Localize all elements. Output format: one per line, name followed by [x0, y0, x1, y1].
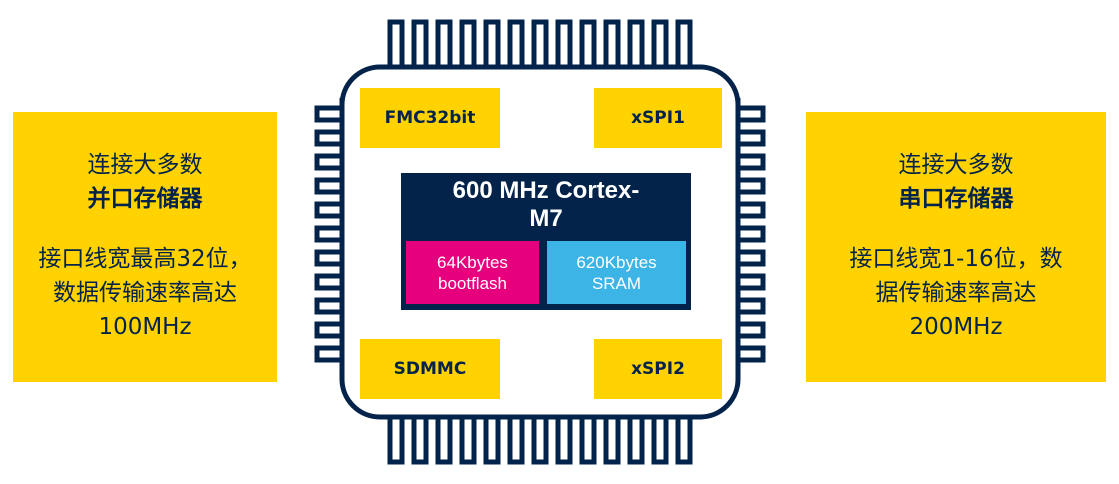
bottom-pins [380, 414, 702, 465]
parallel-panel-desc-2: 数据传输速率高达 [53, 280, 237, 306]
bootflash-size: 64Kbytes [437, 252, 508, 272]
core-title-line2: M7 [529, 205, 563, 232]
serial-panel-desc-2: 据传输速率高达 [875, 280, 1037, 306]
core-title: 600 MHz Cortex- M7 [401, 177, 691, 233]
xspi1-block: xSPI1 [594, 88, 722, 148]
bootflash-block: 64Kbytes bootflash [406, 241, 539, 304]
fmc-block: FMC32bit [360, 88, 500, 148]
sram-label: SRAM [591, 273, 642, 293]
top-pins [380, 19, 702, 70]
serial-panel-desc-1: 接口线宽1-16位，数 [849, 246, 1063, 272]
sram-size: 620Kbytes [576, 252, 657, 272]
parallel-panel-desc-3: 100MHz [98, 314, 192, 340]
sram-block: 620Kbytes SRAM [547, 241, 686, 304]
core-title-line1: 600 MHz Cortex- [452, 177, 640, 204]
serial-panel-desc-3: 200MHz [909, 314, 1003, 340]
left-pins [314, 98, 345, 372]
sdmmc-block: SDMMC [360, 339, 500, 399]
parallel-panel-subtitle: 连接大多数 [87, 152, 203, 178]
right-pins [735, 98, 766, 372]
parallel-memory-panel: 连接大多数 并口存储器 接口线宽最高32位， 数据传输速率高达 100MHz [13, 112, 277, 382]
xspi2-block: xSPI2 [594, 339, 722, 399]
cortex-core-block: 600 MHz Cortex- M7 64Kbytes bootflash 62… [401, 173, 691, 310]
bootflash-label: bootflash [438, 273, 507, 293]
serial-panel-title: 串口存储器 [898, 186, 1014, 212]
parallel-panel-title: 并口存储器 [87, 186, 203, 212]
serial-panel-subtitle: 连接大多数 [898, 152, 1014, 178]
parallel-panel-desc-1: 接口线宽最高32位， [38, 246, 252, 272]
serial-memory-panel: 连接大多数 串口存储器 接口线宽1-16位，数 据传输速率高达 200MHz [806, 112, 1106, 382]
